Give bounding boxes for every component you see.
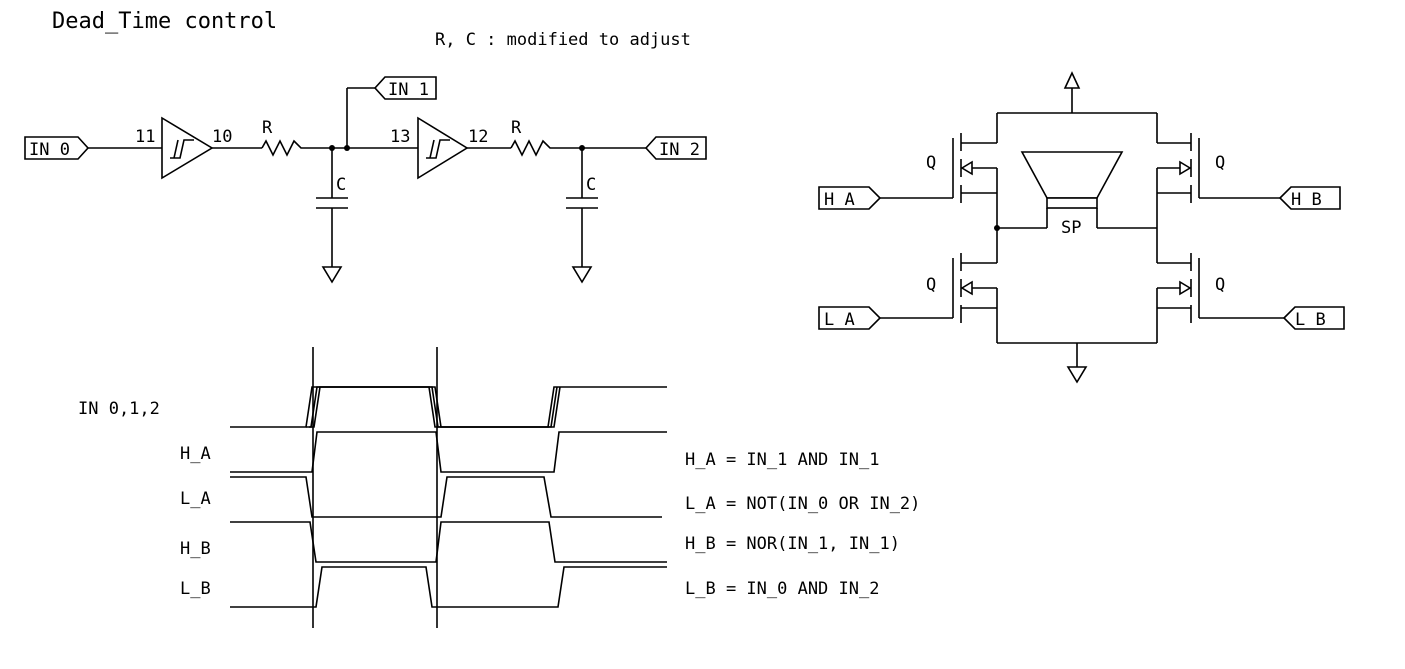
timing-diagram: IN 0,1,2 H_A L_A H_B L_B: [78, 347, 667, 628]
transistor-q-top-right: Q: [1156, 133, 1225, 203]
waveform-l-b: [230, 566, 667, 608]
resistor-1-label: R: [262, 118, 273, 138]
port-in0: IN_0: [24, 136, 90, 160]
port-h-b: H_B: [1199, 186, 1341, 210]
port-l-a: L_A: [818, 306, 953, 330]
port-l-a-label: L_A: [824, 310, 855, 330]
q-bottom-right-label: Q: [1215, 275, 1225, 295]
equation-h-a: H_A = IN_1 AND IN_1: [685, 450, 879, 470]
dead-time-circuit: IN_0 11 10 R C: [24, 76, 707, 284]
waveform-h-b: [230, 521, 667, 563]
port-l-b: L_B: [1199, 306, 1345, 330]
q-bottom-left-label: Q: [926, 275, 936, 295]
port-in1: IN_1: [373, 76, 437, 100]
equation-h-b: H_B = NOR(IN_1, IN_1): [685, 534, 900, 554]
equation-l-b: L_B = IN_0 AND IN_2: [685, 579, 879, 599]
capacitor-2-label: C: [586, 175, 596, 195]
resistor-2: R: [510, 118, 554, 157]
pin-13-label: 13: [390, 127, 410, 147]
waveform-h-a: [230, 431, 667, 473]
transistor-q-bottom-right: Q: [1156, 253, 1225, 323]
timing-label-h-a: H_A: [180, 444, 211, 464]
schmitt-buffer-2: [417, 116, 469, 180]
port-l-b-label: L_B: [1295, 310, 1326, 330]
capacitor-2: C: [566, 148, 598, 284]
capacitor-1-label: C: [336, 175, 346, 195]
transistor-q-top-left: Q: [926, 133, 998, 203]
q-top-left-label: Q: [926, 153, 936, 173]
port-h-a: H_A: [818, 186, 953, 210]
equation-l-a: L_A = NOT(IN_0 OR IN_2): [685, 494, 920, 514]
pin-12-label: 12: [468, 127, 488, 147]
h-bridge: SP Q Q: [818, 71, 1345, 384]
resistor-2-label: R: [511, 118, 522, 138]
timing-label-l-a: L_A: [180, 489, 211, 509]
capacitor-1: C: [316, 148, 348, 284]
speaker-label: SP: [1061, 218, 1081, 238]
pin-10-label: 10: [212, 127, 232, 147]
q-top-right-label: Q: [1215, 153, 1225, 173]
port-in0-label: IN_0: [29, 140, 70, 160]
port-in2: IN_2: [644, 136, 707, 160]
resistor-1: R: [261, 118, 305, 157]
timing-label-l-b: L_B: [180, 579, 211, 599]
page-title: Dead_Time control: [52, 9, 277, 34]
transistor-q-bottom-left: Q: [926, 253, 998, 323]
schmitt-buffer-1: [161, 116, 214, 180]
speaker: SP: [1020, 151, 1124, 238]
pin-11-label: 11: [135, 127, 155, 147]
waveform-l-a: [230, 476, 662, 518]
timing-label-h-b: H_B: [180, 539, 211, 559]
adjust-note: R, C : modified to adjust: [435, 30, 691, 50]
waveform-in012: [230, 386, 667, 428]
port-h-a-label: H_A: [824, 190, 855, 210]
port-in1-label: IN_1: [388, 80, 429, 100]
timing-label-in012: IN 0,1,2: [78, 399, 160, 419]
port-h-b-label: H_B: [1291, 190, 1322, 210]
logic-equations: H_A = IN_1 AND IN_1 L_A = NOT(IN_0 OR IN…: [685, 450, 920, 599]
port-in2-label: IN_2: [659, 140, 700, 160]
